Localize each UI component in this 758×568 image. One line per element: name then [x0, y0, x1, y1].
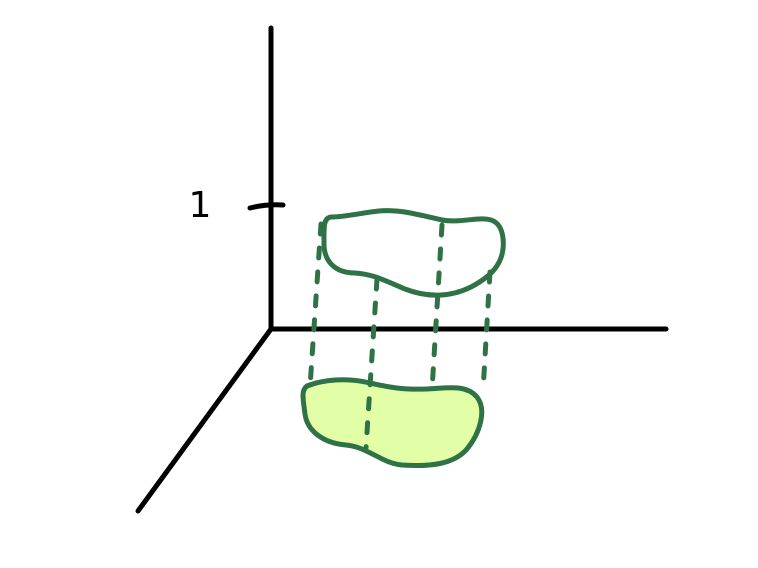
projection-line-right: [480, 269, 493, 394]
projection-line-left: [307, 221, 324, 390]
top-region: [321, 208, 506, 298]
projection-line-middle-right: [429, 222, 445, 393]
z-axis-tick-label: 1: [188, 185, 212, 226]
y-axis: [135, 326, 274, 514]
base-region: [300, 377, 485, 469]
z-axis-tick-mark: [247, 202, 286, 211]
projection-line-middle-left: [363, 276, 380, 451]
